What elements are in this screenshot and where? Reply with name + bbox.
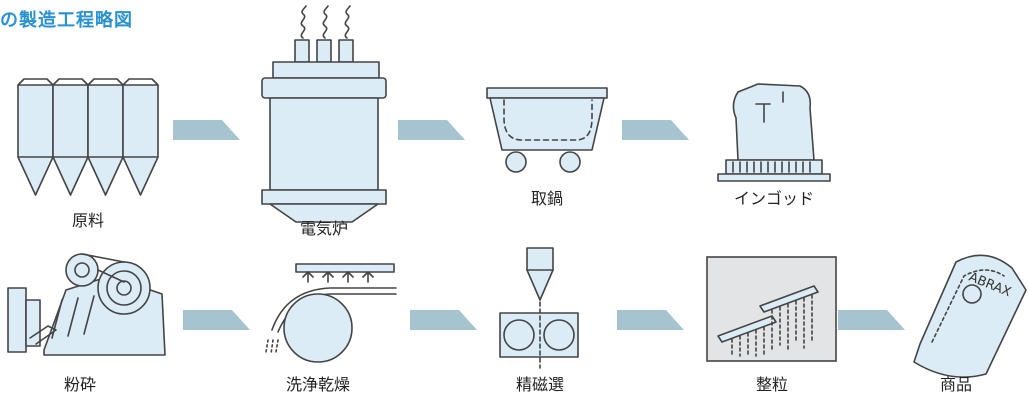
electric-furnace-icon — [261, 5, 387, 223]
step-label-magnetic-separation: 精磁選 — [516, 375, 564, 394]
diagram-title: の製造工程略図 — [0, 10, 133, 31]
magnetic-separator-icon — [499, 247, 579, 369]
step-label-product: 商品 — [940, 375, 972, 394]
flow-arrow — [183, 310, 250, 330]
step-label-crushing: 粉砕 — [64, 375, 96, 394]
flow-arrow — [173, 120, 240, 140]
step-label-ladle: 取鍋 — [531, 189, 563, 208]
flow-arrow — [617, 310, 684, 330]
step-label-wash-dry: 洗浄乾燥 — [286, 375, 350, 394]
sizing-screen-icon — [706, 256, 837, 362]
silo-icon — [17, 78, 159, 196]
step-label-ingot: インゴッド — [734, 189, 814, 208]
step-label-electric-furnace: 電気炉 — [300, 219, 348, 238]
ladle-cart-icon — [486, 87, 608, 173]
step-label-raw-material: 原料 — [72, 211, 104, 230]
product-bag-icon: ABRAX — [913, 254, 1027, 378]
crusher-icon — [7, 253, 166, 356]
flow-arrow — [410, 310, 477, 330]
ingot-icon — [717, 83, 831, 182]
flow-arrow — [622, 120, 689, 140]
wash-dry-icon — [265, 263, 397, 363]
step-label-sizing: 整粒 — [756, 375, 788, 394]
flow-arrow — [838, 310, 905, 330]
flow-arrow — [398, 120, 465, 140]
